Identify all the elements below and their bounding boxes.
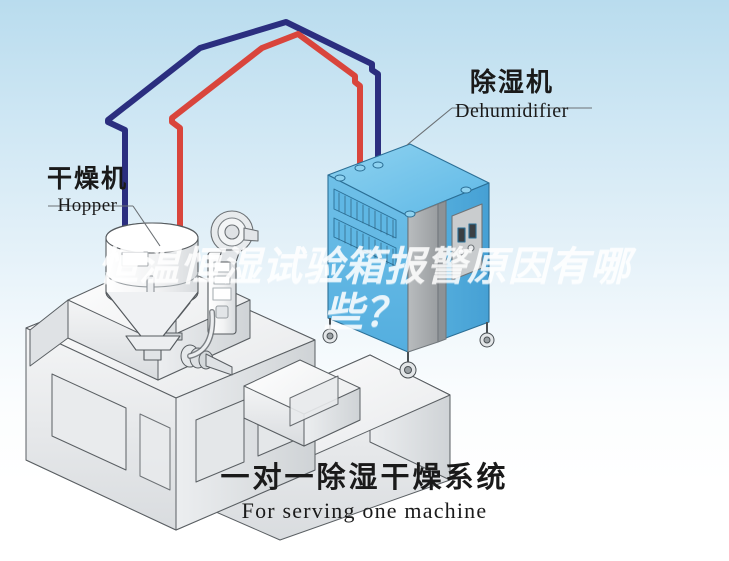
caster-wheel [322,318,495,379]
caption-cn: 一对一除湿干燥系统 [220,460,509,494]
dehumidifier-cabinet [322,143,495,379]
label-dehumidifier-en: Dehumidifier [455,100,569,122]
label-dehumidifier: 除湿机 Dehumidifier [455,68,569,124]
leader-line-hopper [48,205,161,247]
return-air-pipe [105,19,381,250]
drying-hopper [105,210,259,361]
vent-grille [333,188,397,267]
label-dehumidifier-cn: 除湿机 [469,68,554,98]
label-hopper-cn: 干燥机 [47,164,129,193]
hot-air-supply-pipe [169,31,363,241]
label-system-caption: 一对一除湿干燥系统 For serving one machine [0,458,729,526]
caption-en: For serving one machine [241,498,488,523]
control-panel [451,203,483,281]
pipe-socket [334,161,472,218]
label-hopper: 干燥机 Hopper [47,164,128,218]
leader-line-dehumidifier [406,107,592,146]
label-hopper-en: Hopper [57,195,118,216]
